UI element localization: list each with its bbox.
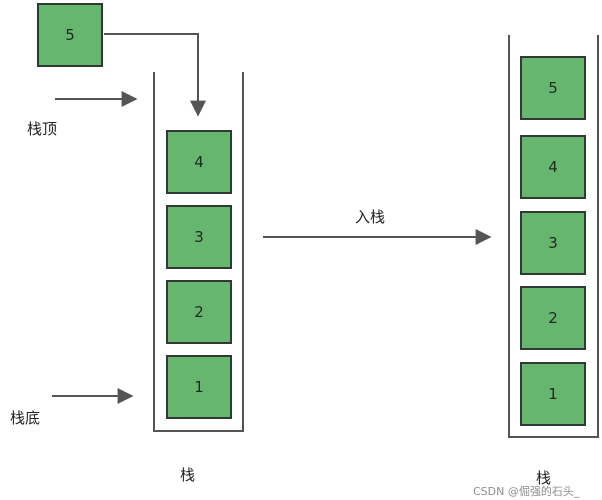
left-stack-block: 2: [166, 280, 232, 344]
right-stack-caption: 栈: [536, 469, 552, 487]
left-stack-block: 1: [166, 355, 232, 419]
push-path-arrow: [104, 33, 206, 117]
left-stack-block-label: 4: [194, 153, 204, 171]
left-stack-block: 3: [166, 205, 232, 269]
right-stack-block-label: 2: [548, 309, 558, 327]
right-stack-block-label: 3: [548, 234, 558, 252]
top-label: 栈顶: [27, 120, 58, 138]
right-stack-block-label: 4: [548, 158, 558, 176]
right-stack-block: 1: [520, 362, 586, 426]
incoming-block-label: 5: [65, 26, 75, 44]
right-stack-block: 5: [520, 56, 586, 120]
left-stack-container: [153, 72, 244, 432]
left-stack-caption: 栈: [180, 466, 196, 484]
right-stack-block: 2: [520, 286, 586, 350]
left-stack-block-label: 3: [194, 228, 204, 246]
watermark: CSDN @倔强的石头_: [473, 485, 580, 498]
left-stack-block-label: 2: [194, 303, 204, 321]
right-stack-block-label: 1: [548, 385, 558, 403]
incoming-block: 5: [37, 3, 103, 67]
left-stack-block-label: 1: [194, 378, 204, 396]
bottom-label: 栈底: [10, 409, 41, 427]
operation-label: 入栈: [355, 208, 386, 226]
right-stack-container: [508, 35, 599, 438]
right-stack-block: 3: [520, 211, 586, 275]
left-stack-block: 4: [166, 130, 232, 194]
right-stack-block: 4: [520, 135, 586, 199]
right-stack-block-label: 5: [548, 79, 558, 97]
